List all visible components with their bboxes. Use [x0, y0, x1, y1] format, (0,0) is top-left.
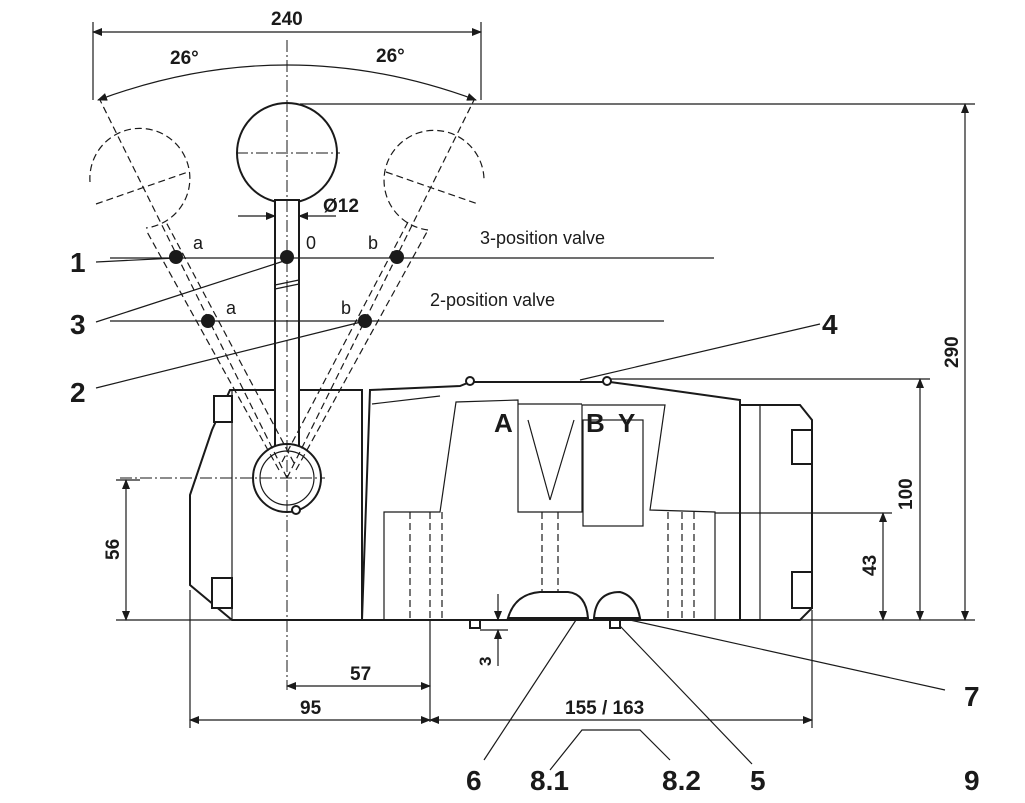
callout-leaders — [95, 257, 946, 771]
dim-overall-width: 240 — [271, 9, 303, 30]
dim-port-to-right: 155 / 163 — [565, 698, 644, 719]
callout-2: 2 — [70, 377, 86, 408]
label-pos-b: b — [368, 233, 378, 253]
dim-body-height: 100 — [896, 478, 917, 510]
dim-seal-offset: 3 — [476, 657, 495, 666]
dim-left-to-port: 95 — [300, 698, 322, 719]
dim-pivot-height: 56 — [103, 539, 124, 560]
dim-pivot-to-port: 57 — [350, 664, 371, 685]
callout-7: 7 — [964, 681, 980, 712]
lever — [89, 40, 485, 690]
callout-1: 1 — [70, 247, 86, 278]
dim-angle-left: 26° — [170, 48, 199, 69]
valve-body — [189, 376, 813, 629]
callout-8-2: 8.2 — [662, 765, 701, 796]
dim-total-height: 290 — [942, 336, 963, 368]
dimension-lines: 240 26° 26° Ø12 290 100 43 56 3 57 — [92, 9, 975, 728]
callout-5: 5 — [750, 765, 766, 796]
dim-angle-right: 26° — [376, 46, 405, 67]
label-pos-0: 0 — [306, 233, 316, 253]
label-two-position-valve: 2-position valve — [430, 290, 555, 310]
label-pos-a2: a — [226, 298, 237, 318]
label-pos-a: a — [193, 233, 204, 253]
label-pos-b2: b — [341, 298, 351, 318]
dim-port-height: 43 — [860, 555, 881, 576]
callout-6: 6 — [466, 765, 482, 796]
callout-8-1: 8.1 — [530, 765, 569, 796]
callout-numbers: 1 3 2 4 7 6 8.1 8.2 5 9 — [70, 247, 980, 796]
port-a: A — [494, 408, 513, 438]
position-markers: a 0 b a b 3-position valve 2-position va… — [110, 228, 714, 328]
callout-3: 3 — [70, 309, 86, 340]
port-b: B — [586, 408, 605, 438]
dim-stem-diameter: Ø12 — [323, 196, 359, 217]
port-y: Y — [618, 408, 635, 438]
port-labels: A B Y — [494, 408, 635, 438]
callout-4: 4 — [822, 309, 838, 340]
label-three-position-valve: 3-position valve — [480, 228, 605, 248]
callout-9: 9 — [964, 765, 980, 796]
